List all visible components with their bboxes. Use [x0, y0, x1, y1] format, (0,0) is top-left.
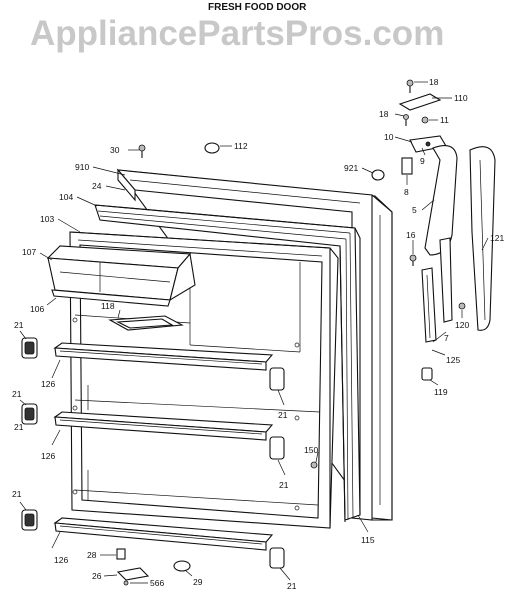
callout-120: 120	[455, 320, 469, 330]
callout-21: 21	[14, 422, 24, 432]
callout-29: 29	[193, 577, 203, 587]
callout-126: 126	[54, 555, 68, 565]
callout-16: 16	[406, 230, 416, 240]
callout-8: 8	[404, 187, 409, 197]
watermark: AppliancePartsPros.com	[30, 14, 445, 53]
shelf-end-caps	[21, 337, 285, 569]
diagram-title: FRESH FOOD DOOR	[208, 2, 307, 13]
callout-126: 126	[41, 451, 55, 461]
callout-106: 106	[30, 304, 44, 314]
callout-10: 10	[384, 132, 394, 142]
callout-103: 103	[40, 214, 54, 224]
callout-104: 104	[59, 192, 73, 202]
leader-lines	[19, 81, 489, 584]
callout-21: 21	[12, 489, 22, 499]
callout-150: 150	[304, 445, 318, 455]
callout-566: 566	[150, 578, 164, 588]
callout-18: 18	[379, 109, 389, 119]
callout-21: 21	[14, 320, 24, 330]
callout-9: 9	[420, 156, 425, 166]
callout-30: 30	[110, 145, 120, 155]
callout-21: 21	[279, 480, 289, 490]
callout-118: 118	[101, 301, 115, 311]
door-gasket	[94, 204, 361, 523]
callout-910: 910	[75, 162, 89, 172]
callout-21: 21	[278, 410, 288, 420]
callout-112: 112	[234, 141, 248, 151]
callout-labels: 18 110 18 11 10 9 30 112 910 921 8 24 10…	[12, 77, 504, 591]
callout-7: 7	[444, 333, 449, 343]
dairy-compartment	[46, 245, 196, 307]
callout-107: 107	[22, 247, 36, 257]
callout-125: 125	[446, 355, 460, 365]
callout-110: 110	[454, 93, 468, 103]
door-shelves	[53, 342, 274, 551]
callout-21: 21	[287, 581, 297, 591]
callout-26: 26	[92, 571, 102, 581]
callout-115: 115	[361, 535, 375, 545]
door-handle-assembly	[421, 145, 496, 343]
callout-126: 126	[41, 379, 55, 389]
callout-11: 11	[440, 115, 449, 125]
callout-921: 921	[344, 163, 358, 173]
callout-18: 18	[429, 77, 439, 87]
small-parts	[116, 79, 447, 586]
callout-21: 21	[12, 389, 22, 399]
callout-5: 5	[412, 205, 417, 215]
callout-121: 121	[490, 233, 504, 243]
callout-24: 24	[92, 181, 102, 191]
callout-28: 28	[87, 550, 97, 560]
callout-119: 119	[434, 387, 448, 397]
butter-tray	[108, 315, 184, 331]
